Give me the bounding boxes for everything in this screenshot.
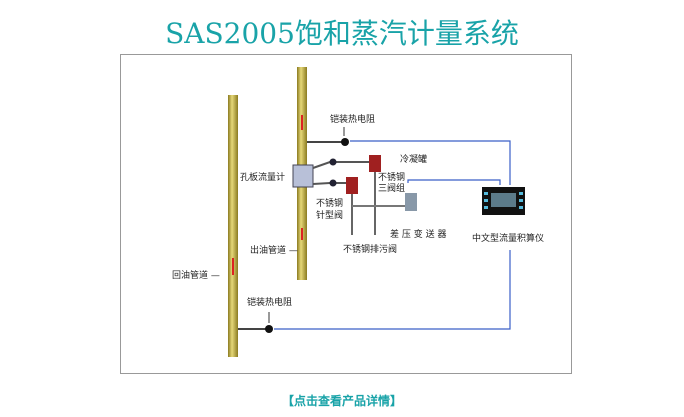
signal-line	[350, 140, 511, 185]
label-rtd-bottom: 铠装热电阻	[247, 298, 293, 308]
label-totalizer: 中文型流量积算仪	[472, 234, 545, 244]
product-details-link[interactable]: 【点击查看产品详情】	[281, 394, 402, 408]
label-return: 回油管道 —	[172, 271, 220, 281]
return-pipe	[228, 95, 238, 357]
rtd-sensor	[341, 138, 349, 146]
label-condenser: 冷凝罐	[400, 155, 428, 165]
label-needle-1: 不锈钢	[316, 199, 344, 209]
page-title: SAS2005饱和蒸汽计量系统	[165, 17, 519, 50]
label-outlet: 出油管道 —	[250, 246, 298, 256]
label-orifice: 孔板流量计	[240, 173, 286, 183]
dp-transmitter	[405, 193, 417, 211]
condenser	[346, 177, 358, 194]
rtd-sensor	[265, 325, 273, 333]
label-valve3-2: 三阀组	[378, 184, 406, 194]
label-valve3-1: 不锈钢	[378, 173, 406, 183]
label-rtd-top: 铠装热电阻	[330, 115, 376, 125]
signal-line	[274, 250, 511, 330]
label-drain: 不锈钢排污阀	[343, 245, 398, 255]
signal-line	[407, 179, 501, 185]
condenser	[369, 155, 381, 172]
label-transmitter: 差 压 变 送 器	[390, 230, 447, 240]
diagram-frame	[120, 54, 572, 374]
label-needle-2: 针型阀	[316, 211, 344, 221]
orifice-flowmeter	[292, 164, 314, 188]
